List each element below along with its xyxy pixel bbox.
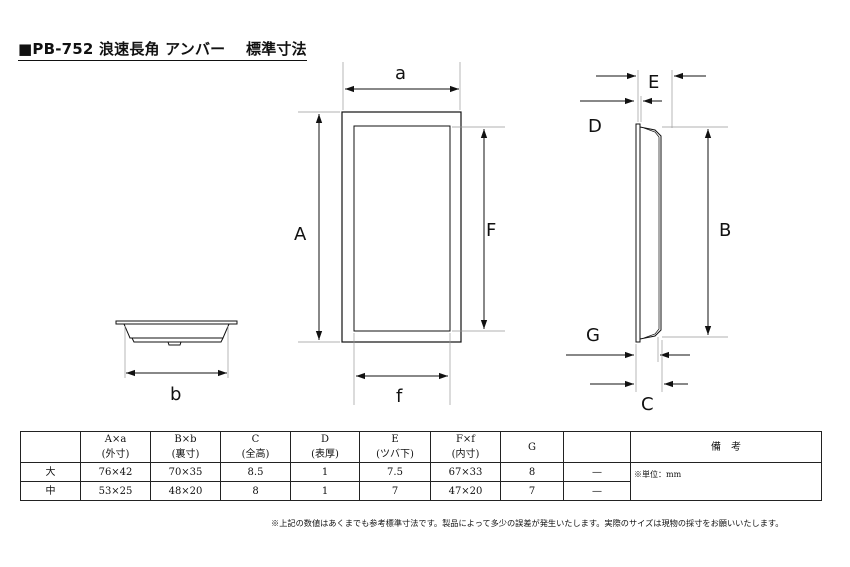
dimension-drawing: b a A F f: [115, 62, 731, 415]
value-cell: —: [563, 462, 631, 482]
header-cell: F×f(内寸): [430, 431, 501, 463]
value-cell: 70×35: [150, 462, 221, 482]
remarks-cell: ※単位：mm: [630, 462, 822, 501]
value-cell: 7: [359, 481, 431, 501]
table-row: 大 76×42 70×35 8.5 1 7.5 67×33 8 — ※単位：mm: [20, 462, 822, 501]
dim-label-B: B: [719, 220, 731, 241]
dimension-table: A×a(外寸) B×b(裏寸) C(全高) D(表厚) E(ツバ下) F×f(内…: [20, 431, 822, 501]
header-cell: [20, 431, 81, 463]
front-view: [298, 62, 505, 405]
header-cell: D(表厚): [290, 431, 360, 463]
dim-label-A: A: [294, 224, 307, 245]
footnote: ※上記の数値はあくまでも参考標準寸法です。製品によって多少の誤差が発生いたします…: [271, 518, 784, 528]
header-cell: B×b(裏寸): [150, 431, 221, 463]
value-cell: 8: [220, 481, 291, 501]
value-cell: 76×42: [80, 462, 151, 482]
size-cell: 中: [20, 481, 81, 501]
value-cell: 67×33: [430, 462, 501, 482]
value-cell: 8: [500, 462, 564, 482]
side-section-view: [566, 70, 728, 392]
header-cell-remarks: 備 考: [630, 431, 822, 463]
table-header-row: A×a(外寸) B×b(裏寸) C(全高) D(表厚) E(ツバ下) F×f(内…: [20, 431, 822, 463]
dim-label-G: G: [586, 325, 600, 346]
dim-label-a: a: [395, 63, 406, 84]
header-cell: A×a(外寸): [80, 431, 151, 463]
header-cell: [563, 431, 631, 463]
header-cell: G: [500, 431, 564, 463]
header-cell: E(ツバ下): [359, 431, 431, 463]
size-cell: 大: [20, 462, 81, 482]
dim-label-b: b: [170, 384, 181, 405]
value-cell: 47×20: [430, 481, 501, 501]
dim-label-F: F: [486, 220, 496, 241]
value-cell: 1: [290, 462, 360, 482]
dim-label-E: E: [648, 72, 659, 93]
value-cell: 48×20: [150, 481, 221, 501]
page-title: ■PB-752 浪速長角 アンバー 標準寸法: [18, 38, 307, 61]
header-cell: C(全高): [220, 431, 291, 463]
value-cell: 53×25: [80, 481, 151, 501]
dim-label-D: D: [588, 116, 602, 137]
value-cell: 7: [500, 481, 564, 501]
table-row: 中 53×25 48×20 8 1 7 47×20 7 —: [20, 481, 822, 501]
value-cell: 8.5: [220, 462, 291, 482]
dim-label-C: C: [641, 394, 654, 415]
side-profile-view: [115, 320, 238, 378]
dim-label-f: f: [396, 386, 403, 407]
value-cell: 7.5: [359, 462, 431, 482]
value-cell: 1: [290, 481, 360, 501]
value-cell: —: [563, 481, 631, 501]
